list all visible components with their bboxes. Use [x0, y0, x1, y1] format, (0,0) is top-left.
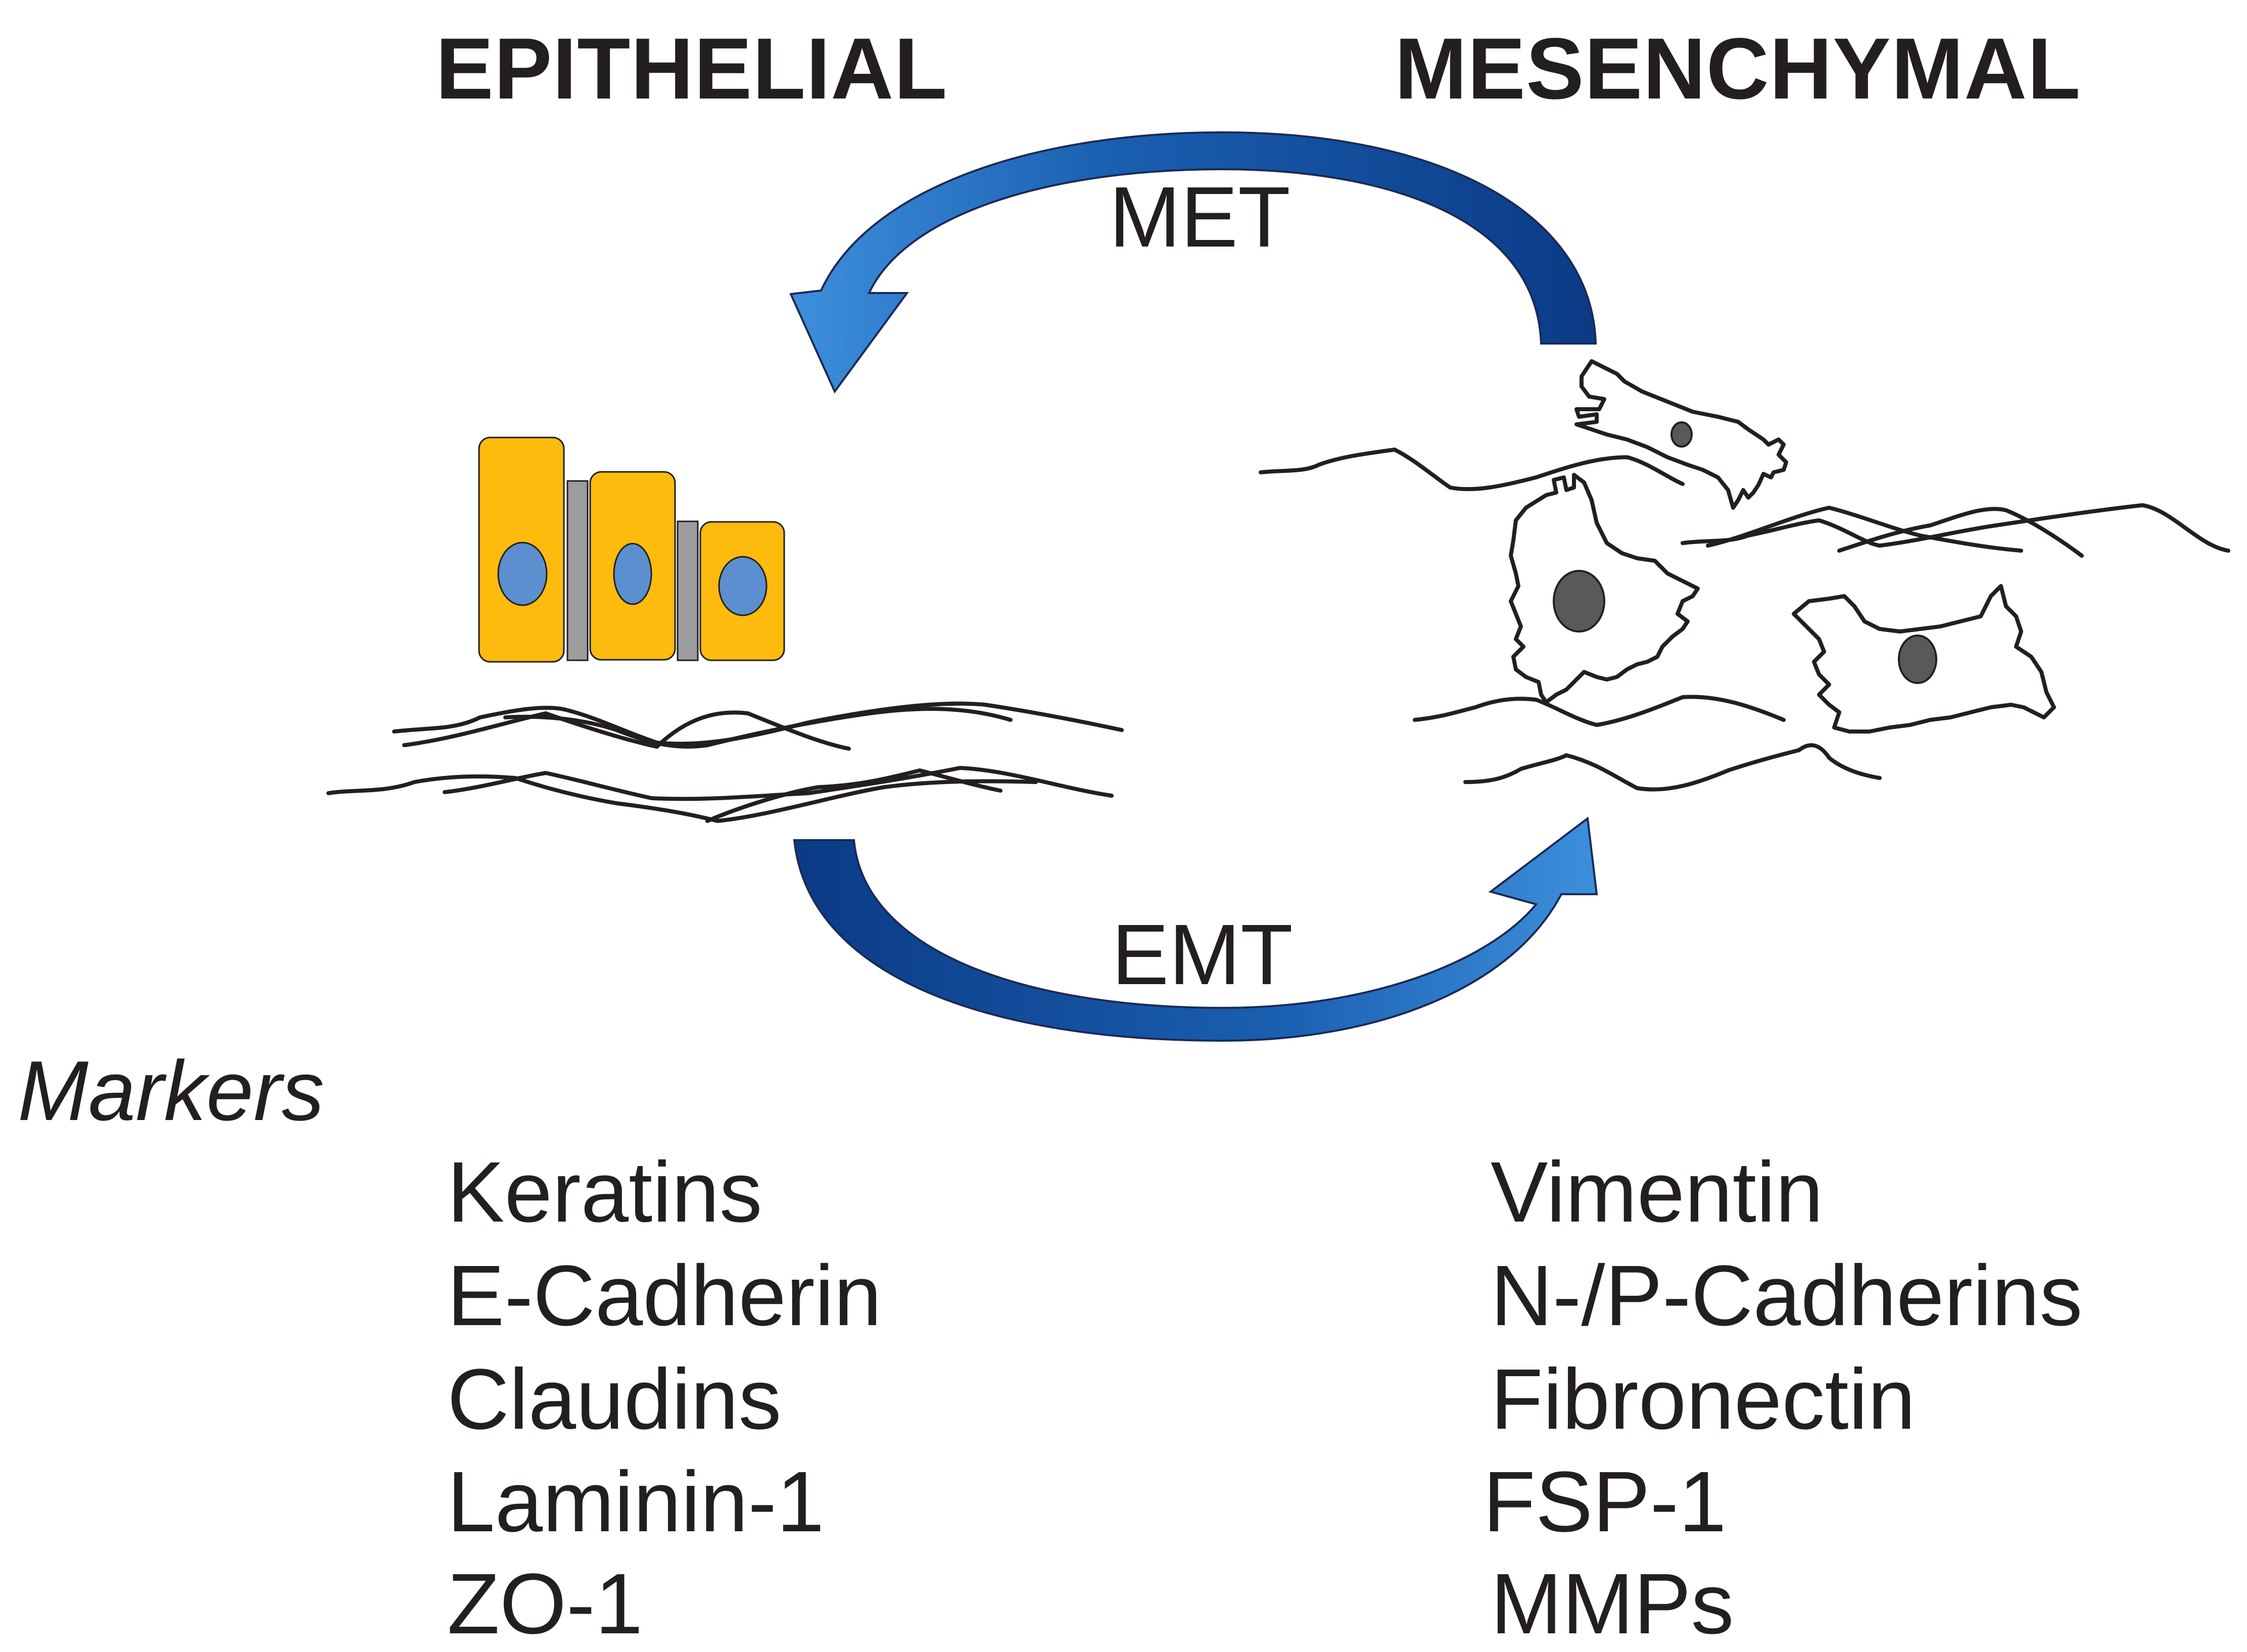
epithelial-marker: Claudins — [447, 1351, 782, 1447]
nucleus — [718, 556, 768, 616]
emt-arrow — [793, 816, 1598, 1042]
mesenchymal-marker: Fibronectin — [1491, 1351, 1916, 1447]
mesenchymal-nucleus — [1898, 635, 1937, 684]
mesenchymal-marker: FSP-1 — [1483, 1454, 1727, 1550]
mesenchymal-marker: Vimentin — [1491, 1144, 1824, 1240]
emt-label: EMT — [1112, 907, 1293, 1003]
epithelial-marker: ZO-1 — [447, 1556, 643, 1652]
mesenchymal-nucleus — [1553, 570, 1605, 633]
mesenchymal-heading: MESENCHYMAL — [1395, 20, 2081, 117]
epithelial-heading: EPITHELIAL — [436, 20, 948, 117]
epithelial-ecm-fibers — [326, 701, 1124, 823]
mesenchymal-cell — [1509, 473, 1700, 704]
mesenchymal-marker: MMPs — [1491, 1556, 1734, 1652]
tight-junction — [677, 520, 699, 661]
epithelial-marker: Laminin-1 — [447, 1454, 825, 1550]
mesenchymal-nucleus — [1670, 421, 1693, 448]
met-arrow — [789, 131, 1597, 394]
markers-title: Markers — [18, 1043, 324, 1138]
nucleus — [613, 543, 652, 605]
epithelial-marker: Keratins — [447, 1144, 762, 1240]
mesenchymal-ecm-fibers — [1259, 447, 2230, 792]
epithelial-cells — [478, 436, 785, 663]
nucleus — [497, 542, 548, 606]
met-label: MET — [1109, 169, 1290, 265]
mesenchymal-marker: N-/P-Cadherins — [1491, 1248, 2083, 1344]
epithelial-marker: E-Cadherin — [447, 1248, 882, 1344]
tight-junction — [566, 480, 589, 661]
mesenchymal-cells — [1509, 359, 2056, 734]
